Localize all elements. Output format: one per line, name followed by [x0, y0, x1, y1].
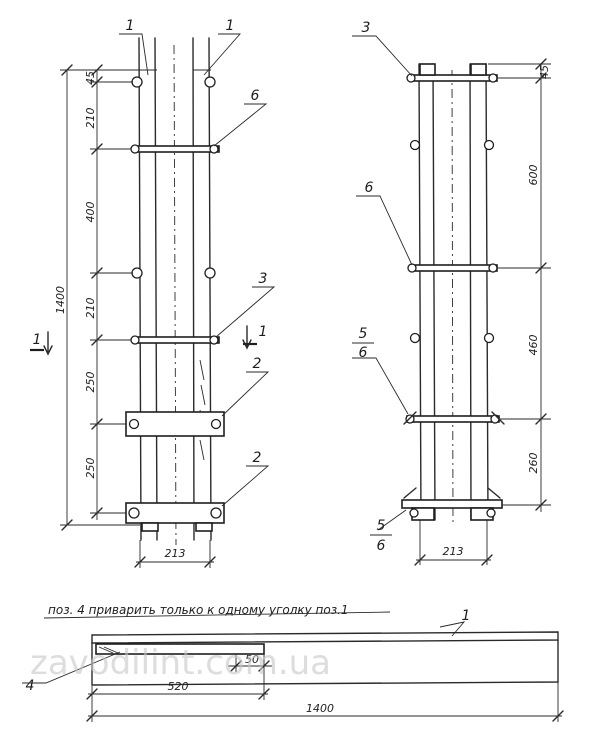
weld-plate-hatch	[98, 646, 119, 654]
bottom-dim-medium: 520	[168, 680, 189, 693]
right-dim-extensions	[488, 63, 551, 506]
left-plate-lower	[125, 502, 225, 532]
left-bolt-mid-right	[204, 267, 216, 279]
bottom-dim-ticks	[86, 660, 564, 722]
angle-outline	[91, 631, 559, 644]
right-angle-outer-left	[418, 63, 422, 521]
left-middle-bar	[130, 335, 220, 345]
right-view: 45 600 460 260 213 3 6 5 6 5 6	[352, 20, 551, 566]
label-left-1b: 1	[226, 18, 235, 34]
right-dim-width-ticks	[414, 554, 493, 566]
left-dim-extensions	[60, 69, 140, 526]
right-dim-width: 213	[443, 545, 464, 558]
left-dim-total-height: 1400	[54, 286, 67, 314]
weld-note: поз. 4 приварить только к одному уголку …	[48, 603, 349, 617]
bottom-dim-520	[88, 672, 268, 700]
label-right-6: 6	[365, 180, 374, 196]
bottom-dim-total: 1400	[306, 702, 334, 715]
left-bolt-top-right	[204, 76, 216, 88]
right-bolt-mid-left	[409, 332, 421, 344]
right-bolt-upper-left	[409, 139, 421, 151]
right-angle-inner-left	[432, 63, 436, 521]
right-dim-seg-1: 600	[527, 165, 540, 186]
right-bolt-upper-right	[483, 139, 495, 151]
left-view: 45 210 400 210 250 250 1400 213 1 1 6 3 …	[30, 18, 276, 568]
right-bolt-mid-right	[483, 332, 495, 344]
left-plate-upper	[125, 411, 225, 437]
right-angle-inner-right	[469, 63, 472, 521]
label-left-2a: 2	[253, 356, 262, 372]
right-dim-ticks	[535, 58, 547, 511]
section-mark-left: 1	[30, 331, 53, 356]
right-dim-seg-3: 260	[527, 453, 540, 474]
label-bottom-1: 1	[462, 608, 471, 624]
left-leaders	[119, 33, 276, 507]
watermark: zavodilint.com.ua	[30, 643, 331, 683]
label-bottom-4: 4	[26, 678, 35, 694]
label-right-6-bottom: 6	[377, 538, 386, 554]
right-middle-bar	[403, 411, 505, 425]
left-angle-inner-left	[154, 37, 158, 541]
left-dim-width-ticks	[134, 556, 216, 568]
label-left-2b: 2	[253, 450, 262, 466]
left-weld-hatch	[199, 359, 206, 461]
right-bottom-plate	[401, 487, 503, 521]
left-angle-outer-right	[208, 37, 212, 541]
section-mark-right: 1	[242, 324, 268, 350]
label-right-5-bottom: 5	[377, 518, 386, 534]
bottom-view: поз. 4 приварить только к одному уголку …	[22, 603, 564, 722]
left-dim-offset-top: 45	[84, 71, 97, 85]
label-left-6: 6	[251, 88, 260, 104]
left-dim-seg-3: 210	[84, 298, 97, 319]
left-angle-outer-left	[138, 37, 142, 541]
right-dim-offset-top: 45	[538, 65, 551, 79]
left-angle-inner-right	[192, 37, 195, 541]
bottom-leaders	[22, 621, 466, 684]
left-bolt-top-left	[131, 76, 143, 88]
left-centerline	[173, 44, 177, 546]
weld-plate	[95, 643, 265, 655]
left-dim-seg-5: 250	[84, 458, 97, 479]
right-upper-bar	[407, 263, 498, 273]
label-left-3: 3	[259, 271, 268, 287]
right-dim-seg-2: 460	[527, 335, 540, 356]
label-right-6-middle: 6	[359, 345, 368, 361]
label-right-3: 3	[362, 20, 371, 36]
fraction-bars	[352, 342, 392, 536]
right-centerline	[451, 69, 454, 526]
label-right-5-middle: 5	[359, 326, 368, 342]
label-left-1a: 1	[126, 18, 135, 34]
left-dim-width	[136, 540, 214, 568]
right-angle-outer-right	[485, 63, 489, 521]
svg-text:1: 1	[259, 324, 268, 340]
left-dim-seg-1: 210	[84, 108, 97, 129]
left-dim-seg-2: 400	[84, 202, 97, 223]
left-bolt-mid-left	[131, 267, 143, 279]
left-dim-width: 213	[165, 547, 186, 560]
svg-text:1: 1	[33, 332, 42, 348]
left-dim-ticks	[61, 64, 103, 531]
right-leaders	[352, 35, 413, 531]
left-dim-seg-4: 250	[84, 372, 97, 393]
right-dim-width	[416, 520, 491, 565]
bottom-dim-small: 50	[245, 653, 259, 666]
left-upper-bar	[130, 144, 220, 154]
note-underline	[43, 611, 391, 619]
